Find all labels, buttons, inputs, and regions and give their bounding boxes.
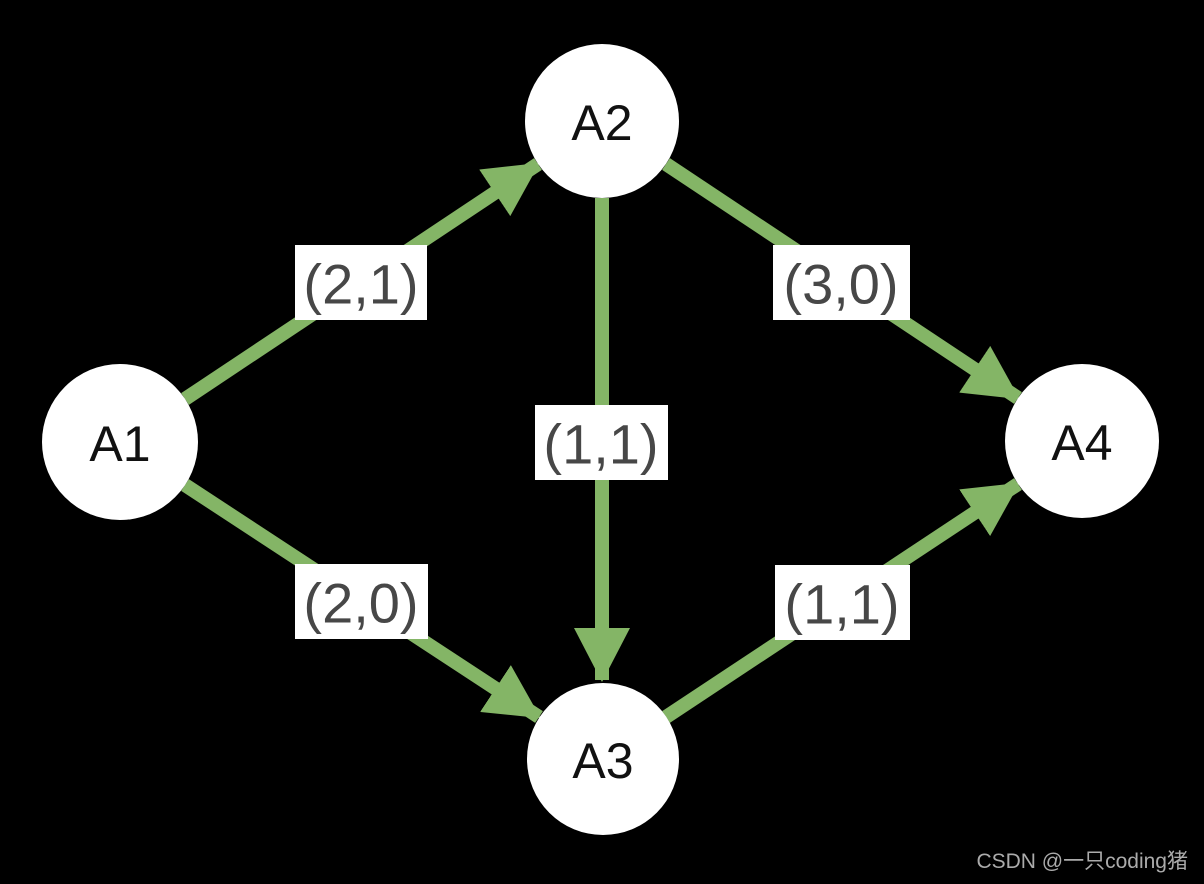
node-label: A4 [1051,415,1112,471]
edge-label-box [295,564,428,639]
node-a1: A1 [42,364,198,520]
edge-label-a1-a3: (2,0) [295,564,428,639]
node-a4: A4 [1005,364,1159,518]
edge-label-a1-a2: (2,1) [295,245,427,320]
node-circle [1005,364,1159,518]
node-a3: A3 [527,683,679,835]
node-label: A2 [571,95,632,151]
edge-label-box [773,245,910,320]
edge-label-text: (1,1) [543,413,658,476]
edge-label-box [535,405,668,480]
edge-label-text: (1,1) [784,573,899,636]
edge-label-a2-a4: (3,0) [773,245,910,320]
edge-label-text: (3,0) [783,253,898,316]
edge-label-a2-a3: (1,1) [535,405,668,480]
edge-label-text: (2,1) [303,253,418,316]
node-label: A3 [572,733,633,789]
node-a2: A2 [525,44,679,198]
node-label: A1 [89,416,150,472]
edge-label-box [295,245,427,320]
edge-label-a3-a4: (1,1) [775,565,910,640]
node-circle [42,364,198,520]
edge-label-box [775,565,910,640]
watermark: CSDN @一只coding猪 [976,850,1188,873]
node-circle [527,683,679,835]
edge-label-text: (2,0) [303,572,418,635]
node-circle [525,44,679,198]
